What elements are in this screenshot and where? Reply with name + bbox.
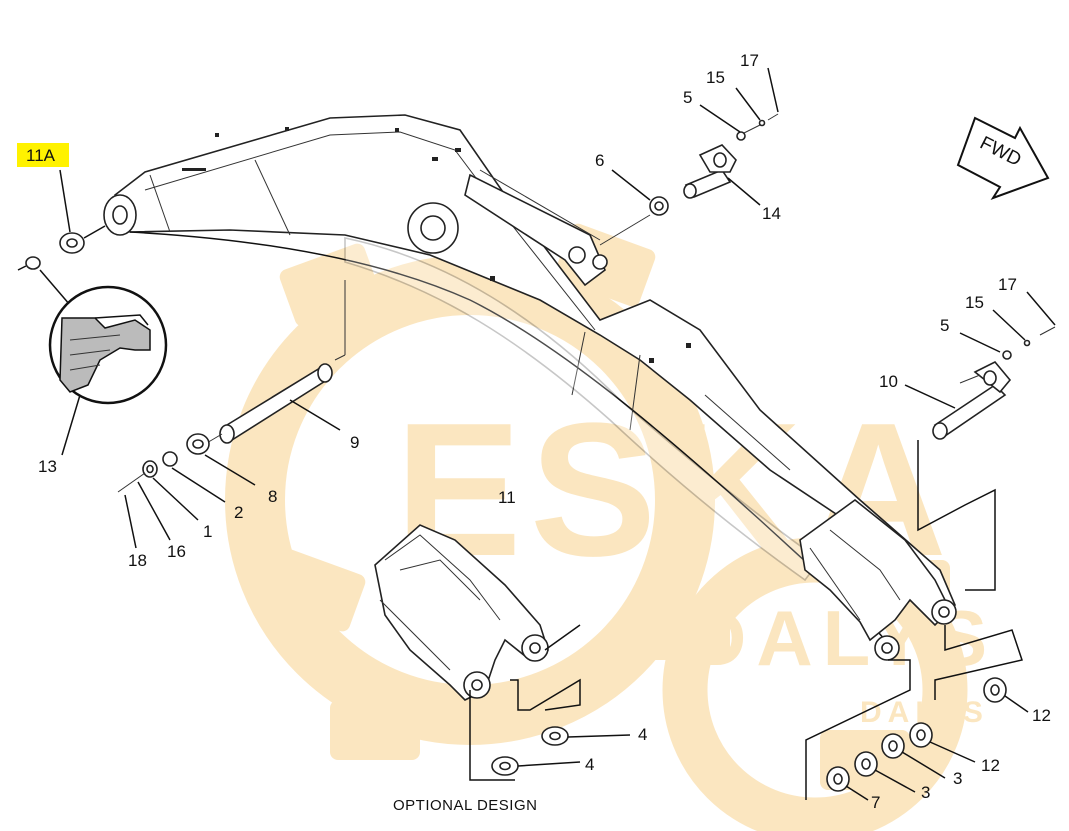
callout-16: 16	[167, 542, 186, 561]
callout-15-right: 15	[965, 293, 984, 312]
bottom-right-washers	[805, 625, 1029, 801]
callout-1: 1	[203, 522, 212, 541]
callout-3-upper: 3	[953, 769, 962, 788]
boom-assembly	[103, 114, 957, 661]
callout-9: 9	[350, 433, 359, 452]
callout-11: 11	[498, 488, 516, 507]
callout-10: 10	[879, 372, 898, 391]
callout-5-top: 5	[683, 88, 692, 107]
callout-2: 2	[234, 503, 243, 522]
callout-18: 18	[128, 551, 147, 570]
callout-12-lower: 12	[981, 756, 1000, 775]
callout-13: 13	[38, 457, 57, 476]
top-pin-group	[599, 67, 779, 246]
callout-8: 8	[268, 487, 277, 506]
detail-magnifier-icon	[48, 285, 168, 405]
callout-17-right: 17	[998, 275, 1017, 294]
callout-5-right: 5	[940, 316, 949, 335]
callout-14: 14	[762, 204, 781, 223]
forward-arrow-icon: FWD	[956, 116, 1050, 200]
left-pin-group	[117, 280, 346, 549]
callout-6: 6	[595, 151, 604, 170]
callout-11a: 11A	[26, 146, 56, 165]
callout-4-lower: 4	[585, 755, 594, 774]
callout-labels: 11A 13 18 16 1 2 8 9 11 6 14 5 15 17 17 …	[26, 51, 1051, 812]
callout-3-lower: 3	[921, 783, 930, 802]
callout-15-top: 15	[706, 68, 725, 87]
callout-12-upper: 12	[1032, 706, 1051, 725]
callout-4-upper: 4	[638, 725, 647, 744]
callout-11a-highlight	[17, 143, 69, 167]
callout-7: 7	[871, 793, 880, 812]
optional-design-label: OPTIONAL DESIGN	[393, 797, 537, 814]
foot-pin-parts	[17, 169, 168, 456]
callout-17-top: 17	[740, 51, 759, 70]
right-pin-group	[904, 291, 1056, 591]
optional-design-clevis	[374, 524, 631, 781]
